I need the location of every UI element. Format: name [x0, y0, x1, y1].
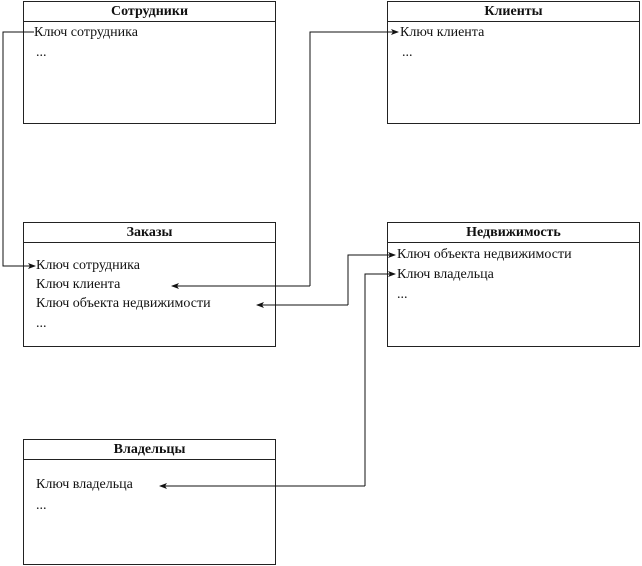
entity-properties: Недвижимость Ключ объекта недвижимости К…: [387, 222, 640, 347]
owners-field-ellipsis: ...: [36, 498, 47, 513]
entity-owners: Владельцы Ключ владельца ...: [23, 439, 276, 565]
clients-field-client-key: Ключ клиента: [400, 25, 485, 40]
entity-clients: Клиенты Ключ клиента ...: [387, 1, 640, 124]
relation-client-to-order-top: [309, 29, 399, 286]
clients-field-ellipsis: ...: [402, 45, 413, 60]
properties-field-ellipsis: ...: [397, 287, 408, 302]
orders-field-client-key: Ключ клиента: [36, 277, 121, 292]
entity-employees: Сотрудники Ключ сотрудника ...: [23, 1, 276, 124]
employees-field-employee-key: Ключ сотрудника: [34, 25, 138, 40]
entity-orders: Заказы Ключ сотрудника Ключ клиента Ключ…: [23, 222, 276, 347]
entity-properties-title: Недвижимость: [388, 223, 639, 243]
properties-field-property-key: Ключ объекта недвижимости: [397, 247, 572, 262]
orders-field-property-key: Ключ объекта недвижимости: [36, 296, 211, 311]
orders-field-employee-key: Ключ сотрудника: [36, 258, 140, 273]
employees-field-ellipsis: ...: [36, 45, 47, 60]
orders-field-ellipsis: ...: [36, 316, 47, 331]
entity-orders-title: Заказы: [24, 223, 275, 243]
entity-owners-title: Владельцы: [24, 440, 275, 460]
owners-field-owner-key: Ключ владельца: [36, 477, 133, 492]
entity-employees-title: Сотрудники: [24, 2, 275, 22]
entity-clients-title: Клиенты: [388, 2, 639, 22]
properties-field-owner-key: Ключ владельца: [397, 267, 494, 282]
